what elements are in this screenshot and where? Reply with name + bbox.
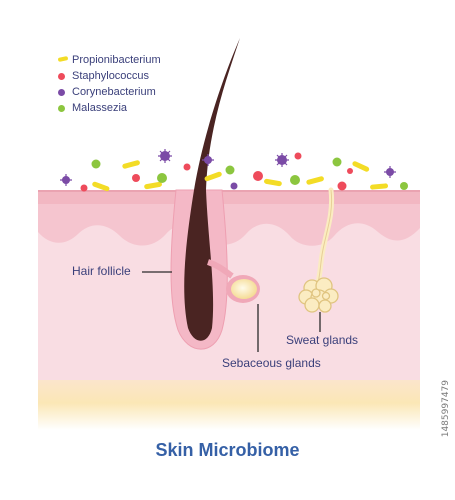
malassezia-dot bbox=[225, 165, 235, 175]
green-dot-icon bbox=[58, 105, 65, 112]
propionibacterium-rod bbox=[370, 183, 389, 190]
staphylococcus-dot bbox=[337, 181, 347, 191]
red-dot-icon bbox=[58, 73, 65, 80]
hair-follicle-label: Hair follicle bbox=[72, 264, 131, 278]
sebaceous-gland-duct bbox=[206, 259, 234, 279]
purple-dot-icon bbox=[58, 89, 65, 96]
sebaceous-gland-core bbox=[231, 279, 257, 299]
stock-credit-text: 1485997479 bbox=[441, 380, 451, 438]
malassezia-dot bbox=[91, 159, 101, 169]
malassezia-dot bbox=[157, 173, 167, 183]
legend-label: Propionibacterium bbox=[72, 54, 161, 66]
rod-icon bbox=[57, 56, 69, 62]
legend-item-malassezia: Malassezia bbox=[58, 100, 238, 116]
stock-credit-id: 1485997479 bbox=[441, 380, 453, 490]
propionibacterium-rod bbox=[122, 160, 140, 169]
staphylococcus-dot bbox=[183, 163, 191, 171]
skin-surface-line bbox=[38, 190, 420, 192]
staphylococcus-dot bbox=[253, 171, 263, 181]
legend-item-staphylococcus: Staphylococcus bbox=[58, 68, 238, 84]
malassezia-dot bbox=[332, 157, 342, 167]
malassezia-dot bbox=[290, 175, 300, 185]
hair-shaft bbox=[184, 38, 240, 341]
propionibacterium-rod bbox=[204, 171, 222, 182]
staphylococcus-dot bbox=[347, 168, 353, 174]
legend-label: Malassezia bbox=[72, 102, 128, 114]
stratum-corneum bbox=[38, 190, 420, 204]
legend-item-propionibacterium: Propionibacterium bbox=[57, 52, 238, 68]
corynebacterium-dot bbox=[230, 182, 238, 190]
legend-item-corynebacterium: Corynebacterium bbox=[58, 84, 238, 100]
microbes bbox=[60, 149, 408, 192]
propionibacterium-rod bbox=[352, 161, 370, 172]
staphylococcus-dot bbox=[294, 152, 302, 160]
propionibacterium-rod bbox=[306, 176, 324, 185]
legend: Propionibacterium Staphylococcus Coryneb… bbox=[57, 52, 238, 116]
malassezia-dot bbox=[400, 182, 408, 190]
sweat-glands-label: Sweat glands bbox=[286, 333, 359, 347]
diagram-title: Skin Microbiome bbox=[155, 440, 300, 460]
staphylococcus-dot bbox=[132, 174, 140, 182]
sebaceous-glands-label: Sebaceous glands bbox=[222, 356, 321, 370]
legend-label: Staphylococcus bbox=[72, 70, 150, 82]
legend-label: Corynebacterium bbox=[72, 86, 156, 98]
propionibacterium-rod bbox=[264, 178, 282, 187]
propionibacterium-rod bbox=[92, 181, 110, 192]
sweat-gland-coil bbox=[298, 277, 339, 313]
staphylococcus-dot bbox=[80, 184, 88, 192]
sweat-gland-duct-outline bbox=[317, 189, 333, 283]
propionibacterium-rod bbox=[144, 181, 162, 190]
